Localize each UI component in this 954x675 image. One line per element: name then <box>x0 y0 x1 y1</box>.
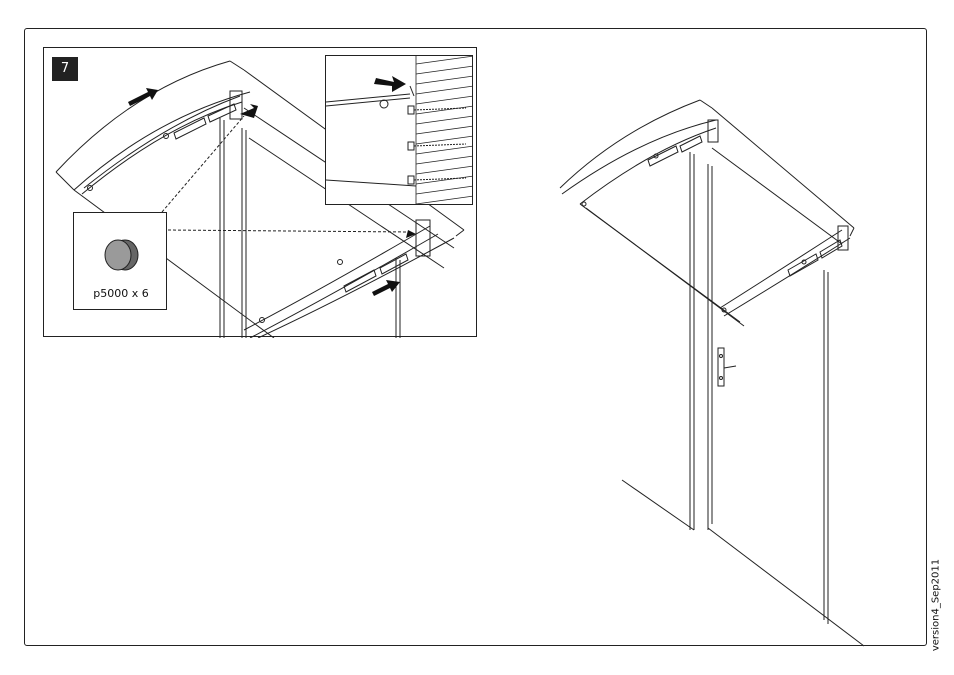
part-label: p5000 x 6 <box>74 287 168 300</box>
step-number-badge: 7 <box>52 57 78 81</box>
wall-mount-detail-drawing <box>326 56 473 205</box>
part-callout: p5000 x 6 <box>73 212 167 310</box>
version-label-container: version4_Sep2011 <box>929 560 943 650</box>
arrow-icon <box>374 76 406 92</box>
arrow-icon <box>128 88 158 106</box>
end-cap-icon <box>74 213 168 283</box>
wall-detail-inset <box>325 55 473 205</box>
version-label: version4_Sep2011 <box>931 559 942 651</box>
